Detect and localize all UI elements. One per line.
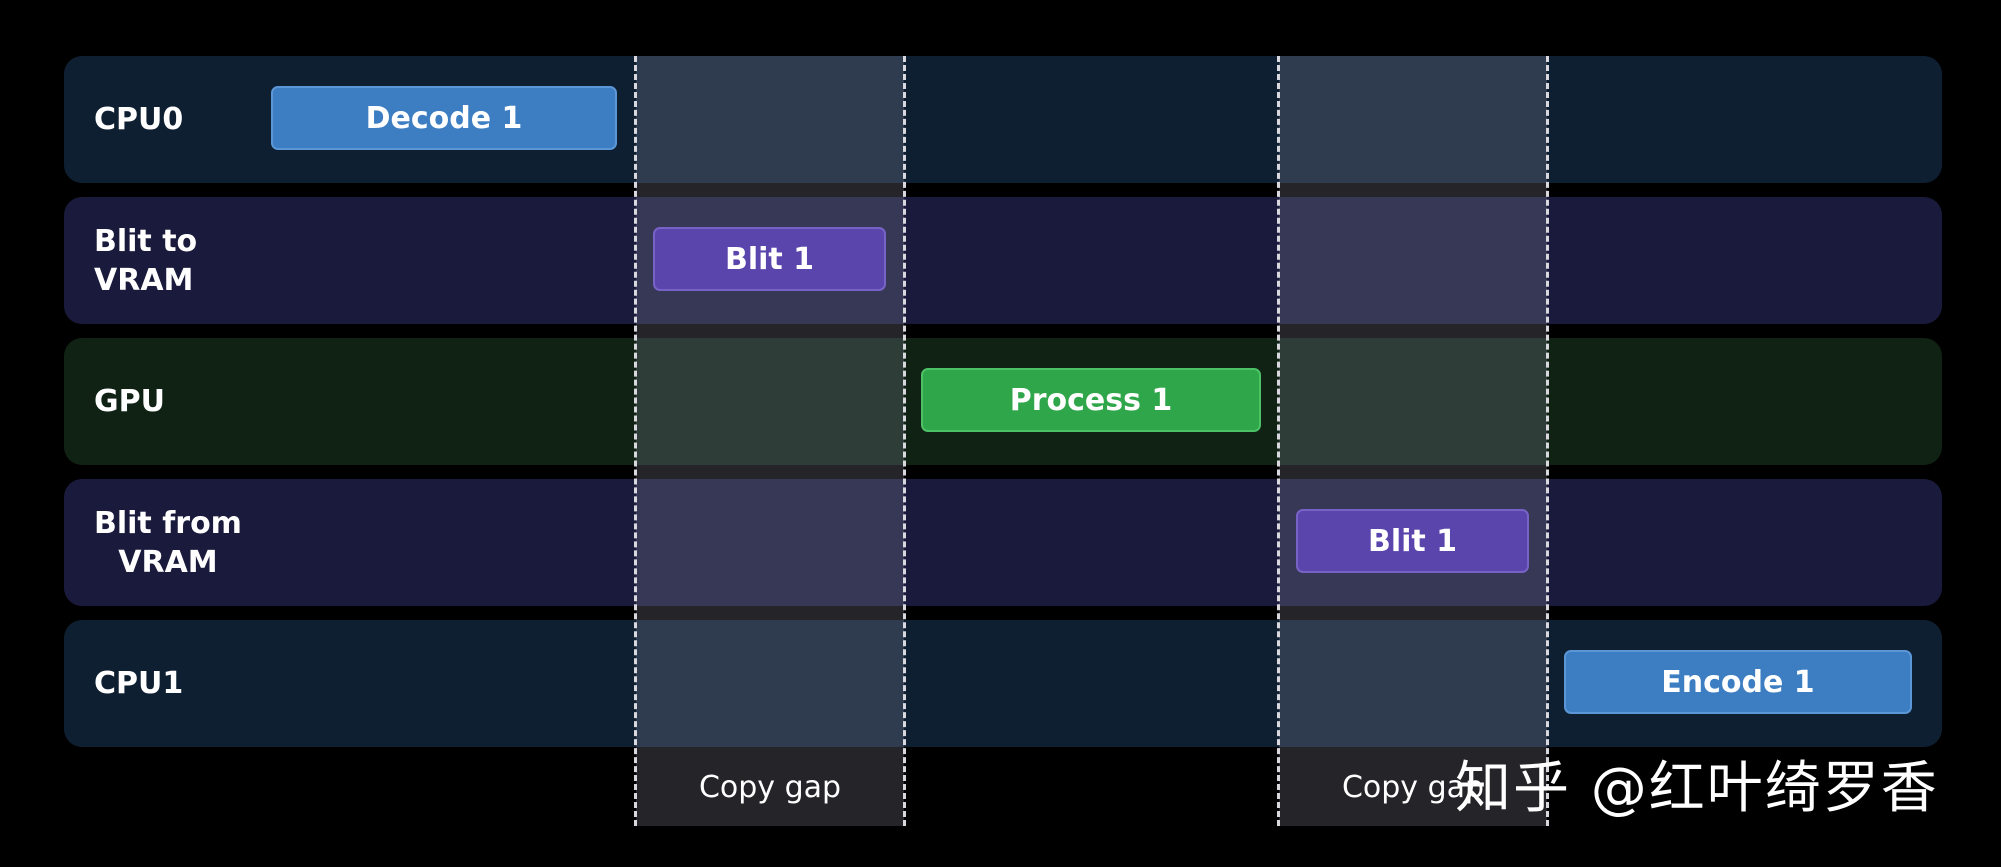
lane-blit-from-vram: Blit from VRAM bbox=[64, 479, 1942, 606]
task-blit-from-vram: Blit 1 bbox=[1296, 509, 1529, 573]
divider-line bbox=[634, 56, 637, 826]
lane-label-blit-from-vram: Blit from VRAM bbox=[94, 505, 242, 580]
copy-gap-label-2: Copy gap bbox=[1341, 769, 1485, 805]
divider-line bbox=[1546, 56, 1549, 826]
task-decode: Decode 1 bbox=[271, 86, 617, 150]
task-encode: Encode 1 bbox=[1564, 650, 1912, 714]
lane-label-blit-to-vram: Blit to VRAM bbox=[94, 223, 198, 298]
lane-gpu: GPU bbox=[64, 338, 1942, 465]
lane-label-cpu1: CPU1 bbox=[94, 666, 184, 701]
copy-gap-region-1 bbox=[636, 56, 904, 826]
copy-gap-label-1: Copy gap bbox=[698, 769, 842, 805]
divider-line bbox=[1277, 56, 1280, 826]
task-blit-to-vram: Blit 1 bbox=[653, 227, 886, 291]
copy-gap-region-2 bbox=[1279, 56, 1547, 826]
lane-label-cpu0: CPU0 bbox=[94, 102, 184, 137]
divider-line bbox=[903, 56, 906, 826]
task-process: Process 1 bbox=[921, 368, 1261, 432]
watermark: 知乎 @红叶绮罗香 bbox=[1455, 755, 1939, 821]
lane-blit-to-vram: Blit to VRAM bbox=[64, 197, 1942, 324]
lane-label-gpu: GPU bbox=[94, 384, 165, 419]
